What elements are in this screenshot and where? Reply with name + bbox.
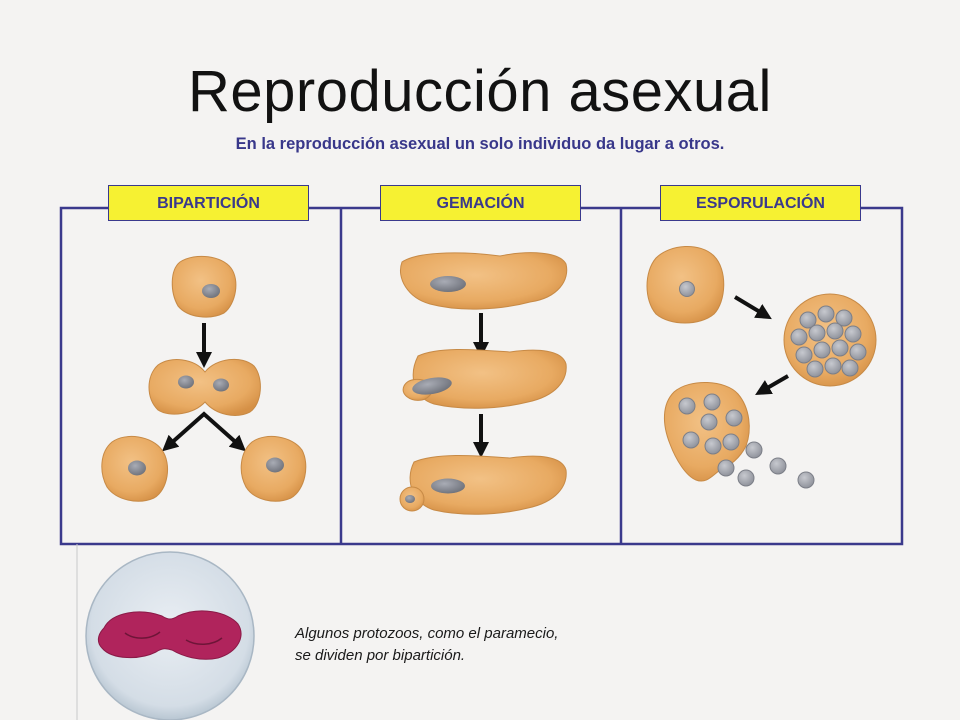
paramecium-micrograph <box>85 551 255 720</box>
daughter-nucleus-left <box>128 460 146 476</box>
caption-line-2: se dividen por bipartición. <box>295 647 466 664</box>
caption-line-1: Algunos protozoos, como el paramecio, <box>295 625 559 642</box>
mother-nucleus <box>679 281 695 297</box>
split-arrow-icon <box>162 411 246 452</box>
arrow-diagonal-icon <box>755 374 789 395</box>
budding-cell-3 <box>409 455 567 515</box>
label-biparticion: BIPARTICIÓN <box>108 185 309 221</box>
released-spores <box>678 393 815 489</box>
arrow-diagonal-icon <box>733 295 772 320</box>
page-title: Reproducción asexual <box>188 59 772 124</box>
budding-cell-1 <box>400 252 568 310</box>
dividing-nucleus-left <box>178 375 194 389</box>
budding-illustration <box>399 252 568 515</box>
budding-cell-2 <box>412 349 567 409</box>
budding-nucleus-2 <box>412 377 452 395</box>
parent-nucleus <box>202 284 220 298</box>
label-esporulacion: ESPORULACIÓN <box>660 185 861 221</box>
bud-nucleus <box>405 495 415 503</box>
internal-spores <box>790 305 867 378</box>
budding-nucleus-1 <box>430 276 466 292</box>
budding-nucleus-3 <box>431 478 465 494</box>
dividing-nucleus-right <box>213 378 229 392</box>
sporulation-illustration <box>646 245 877 489</box>
micrograph-caption: Algunos protozoos, como el paramecio, se… <box>295 623 635 667</box>
dividing-paramecium <box>97 610 242 660</box>
dividing-cell <box>148 358 261 416</box>
page-subtitle: En la reproducción asexual un solo indiv… <box>235 135 725 153</box>
label-gemacion: GEMACIÓN <box>380 185 581 221</box>
bipartition-illustration <box>101 255 307 502</box>
daughter-nucleus-right <box>266 457 284 473</box>
